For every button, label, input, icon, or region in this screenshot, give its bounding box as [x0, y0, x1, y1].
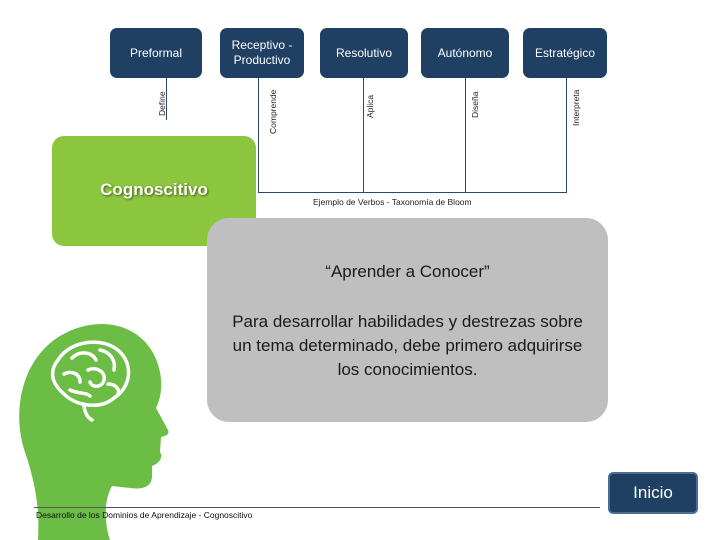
level-label: Estratégico — [534, 45, 596, 60]
connector-line — [363, 78, 364, 192]
level-label: Resolutivo — [335, 45, 393, 60]
inicio-label: Inicio — [633, 483, 673, 502]
domain-label: Cognoscitivo — [100, 180, 208, 199]
level-box-receptivo-productivo: Receptivo - Productivo — [220, 28, 304, 78]
quote-title: “Aprender a Conocer” — [325, 262, 490, 281]
level-label: Receptivo - Productivo — [231, 38, 293, 67]
connector-line — [465, 78, 466, 192]
connector-line — [566, 78, 567, 192]
level-label: Autónomo — [437, 45, 493, 60]
verb-comprende: Comprende — [268, 89, 278, 134]
examples-caption: Ejemplo de Verbos - Taxonomía de Bloom — [313, 197, 472, 207]
verb-define: Define — [157, 91, 167, 116]
verb-aplica: Aplica — [365, 94, 375, 118]
description-text: Para desarrollar habilidades y destrezas… — [232, 312, 583, 379]
description-box — [207, 218, 608, 422]
level-box-preformal: Preformal — [110, 28, 202, 78]
head-brain-illustration — [19, 324, 169, 540]
connector-line — [166, 78, 167, 120]
level-box-estrategico: Estratégico — [523, 28, 607, 78]
level-label: Preformal — [129, 45, 182, 60]
verb-interpreta: Interpreta — [571, 89, 581, 126]
footer-caption: Desarrollo de los Dominios de Aprendizaj… — [36, 510, 253, 520]
connector-baseline — [258, 192, 567, 193]
level-box-autonomo: Autónomo — [421, 28, 509, 78]
verb-disena: Diseña — [470, 91, 480, 118]
connector-line — [258, 78, 259, 192]
inicio-button[interactable]: Inicio — [608, 472, 698, 514]
footer-divider — [34, 507, 600, 508]
level-box-resolutivo: Resolutivo — [320, 28, 408, 78]
